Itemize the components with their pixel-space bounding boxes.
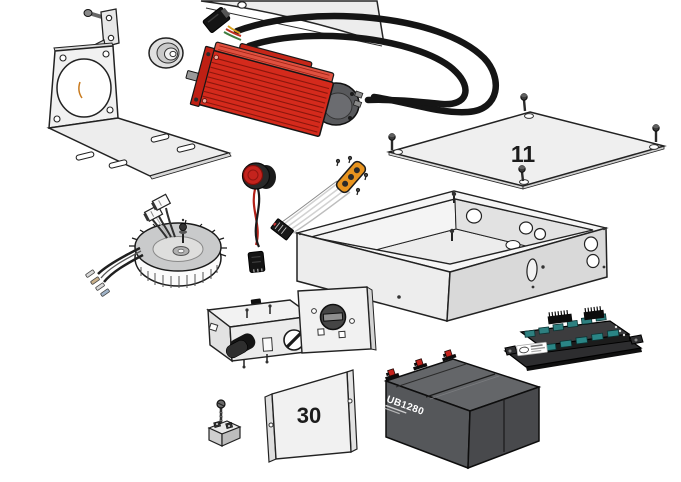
transformer-connectors (143, 193, 172, 222)
lock-plate (297, 286, 377, 354)
control-board (503, 306, 644, 371)
motor-mount-bracket (46, 42, 232, 180)
drive-motor (185, 41, 364, 138)
box-slot (526, 258, 538, 282)
battery-pack: UB1280 (383, 349, 542, 470)
keypad-screws (335, 155, 369, 196)
cover-screws (388, 93, 660, 182)
front-access-panel: 30 (264, 369, 358, 463)
battery-terminals (385, 349, 457, 381)
button-connector (247, 250, 266, 273)
callout-30: 30 (297, 403, 321, 428)
spade-terminals (85, 269, 110, 297)
lock-cam (225, 333, 256, 359)
board-label (516, 341, 548, 357)
transformer-screw (179, 223, 187, 231)
shaft-grommet (148, 37, 184, 69)
lock-assembly (206, 298, 315, 369)
hood-hole (237, 1, 247, 9)
bracket-bore (56, 58, 112, 118)
enclosure-box (294, 190, 609, 323)
callout-11: 11 (511, 141, 536, 167)
motor-body (185, 41, 335, 138)
toroidal-transformer (85, 193, 227, 297)
ribbon-connector (270, 218, 294, 241)
top-cover-panel: 11 (386, 93, 667, 190)
terminal-clamp (207, 399, 242, 447)
illuminated-button (241, 162, 276, 273)
strap-screw (83, 9, 93, 17)
membrane-keypad (270, 155, 369, 241)
pin-headers (547, 306, 605, 325)
harness-connector (202, 6, 231, 33)
motor-harness (202, 6, 500, 116)
